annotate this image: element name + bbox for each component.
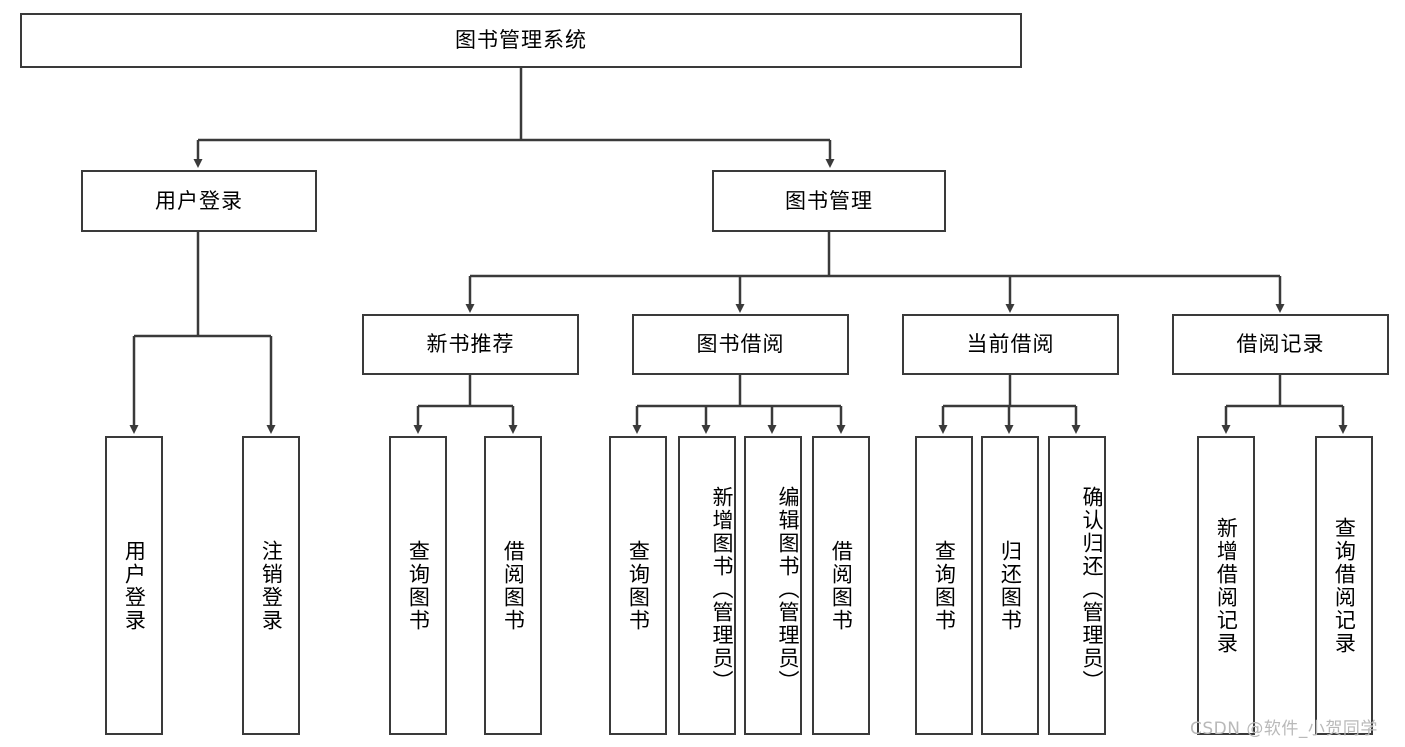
node-label: 新增借阅记录 xyxy=(1214,516,1239,655)
node-label: 借阅图书 xyxy=(829,539,854,632)
node-book-management[interactable]: 图书管理 xyxy=(712,170,946,232)
node-current-borrow[interactable]: 当前借阅 xyxy=(902,314,1119,375)
node-label: 图书借阅 xyxy=(696,332,785,357)
node-label: 注销登录 xyxy=(259,539,284,632)
csdn-watermark: CSDN @软件_小贺同学 xyxy=(1190,719,1378,739)
leaf-edit-book-admin[interactable]: 编辑图书（管理员） xyxy=(744,436,802,735)
node-label: 确认归还（管理员） xyxy=(1080,486,1104,693)
leaf-user-login[interactable]: 用户登录 xyxy=(105,436,163,735)
node-label: 新增图书（管理员） xyxy=(710,486,734,693)
leaf-borrow-book-recommend[interactable]: 借阅图书 xyxy=(484,436,542,735)
leaf-logout-login[interactable]: 注销登录 xyxy=(242,436,300,735)
node-label: 用户登录 xyxy=(122,539,147,632)
leaf-query-book-borrow[interactable]: 查询图书 xyxy=(609,436,667,735)
leaf-add-borrow-record[interactable]: 新增借阅记录 xyxy=(1197,436,1255,735)
node-new-book-recommend[interactable]: 新书推荐 xyxy=(362,314,579,375)
node-label: 当前借阅 xyxy=(966,332,1055,357)
node-label: 查询图书 xyxy=(932,539,957,632)
node-user-login[interactable]: 用户登录 xyxy=(81,170,317,232)
node-label: 用户登录 xyxy=(155,188,243,213)
node-label: 查询借阅记录 xyxy=(1332,516,1357,655)
node-label: 查询图书 xyxy=(406,539,431,632)
node-label: 归还图书 xyxy=(998,539,1023,632)
node-label: 借阅图书 xyxy=(501,539,526,632)
node-book-borrow[interactable]: 图书借阅 xyxy=(632,314,849,375)
leaf-query-borrow-record[interactable]: 查询借阅记录 xyxy=(1315,436,1373,735)
leaf-query-book-current[interactable]: 查询图书 xyxy=(915,436,973,735)
node-label: 图书管理 xyxy=(785,188,873,213)
node-label: 新书推荐 xyxy=(426,332,515,357)
leaf-add-book-admin[interactable]: 新增图书（管理员） xyxy=(678,436,736,735)
leaf-query-book-recommend[interactable]: 查询图书 xyxy=(389,436,447,735)
node-label: 图书管理系统 xyxy=(455,28,587,53)
node-label: 借阅记录 xyxy=(1236,332,1325,357)
leaf-borrow-book[interactable]: 借阅图书 xyxy=(812,436,870,735)
node-label: 查询图书 xyxy=(626,539,651,632)
node-label: 编辑图书（管理员） xyxy=(776,486,800,693)
node-book-management-system[interactable]: 图书管理系统 xyxy=(20,13,1022,68)
leaf-return-book[interactable]: 归还图书 xyxy=(981,436,1039,735)
node-borrow-record[interactable]: 借阅记录 xyxy=(1172,314,1389,375)
leaf-confirm-return-admin[interactable]: 确认归还（管理员） xyxy=(1048,436,1106,735)
